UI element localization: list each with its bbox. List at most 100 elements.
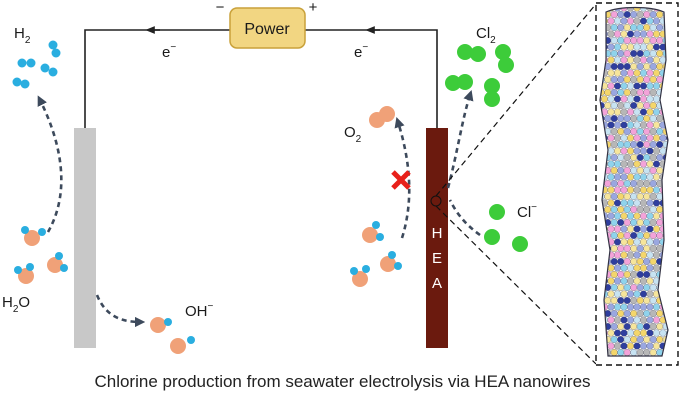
nanowire-atom	[643, 206, 651, 213]
nanowire-atom	[607, 69, 615, 77]
nanowire-atom	[620, 147, 628, 155]
nanowire-atom	[623, 37, 631, 44]
nanowire-atom	[607, 43, 615, 51]
nanowire-atom	[643, 271, 651, 278]
nanowire-atom	[653, 342, 660, 350]
nanowire-atom	[656, 232, 664, 239]
nanowire-atom	[653, 329, 660, 337]
nanowire-atom	[636, 63, 644, 70]
nanowire-atom	[640, 173, 647, 181]
nanowire-atom	[620, 316, 628, 324]
nanowire-atom	[630, 50, 638, 57]
nanowire-atom	[620, 160, 628, 168]
nanowire-atom	[633, 173, 641, 181]
hydrogen-molecule-icon	[48, 40, 61, 58]
nanowire-atom	[656, 115, 664, 122]
nanowire-atom	[607, 30, 615, 38]
nanowire-atom	[633, 82, 641, 90]
nanowire-atom	[646, 134, 654, 142]
nanowire-atom	[649, 232, 657, 239]
nanowire-atom	[649, 349, 657, 356]
nanowire-atom	[620, 277, 628, 285]
nanowire-atom	[646, 186, 654, 194]
nanowire-atom	[617, 232, 625, 239]
circuit-wire	[84, 26, 438, 128]
nanowire-atom	[617, 323, 625, 330]
nanowire-atom	[623, 50, 631, 57]
nanowire-atom	[604, 102, 612, 109]
nanowire-atom	[620, 251, 628, 259]
nanowire-atom	[620, 95, 628, 103]
hydrogen-molecule-icon	[40, 63, 58, 77]
nanowire-atom	[623, 271, 631, 278]
nanowire-atom	[653, 186, 660, 194]
nanowire-atom	[636, 115, 644, 122]
nanowire-atom	[610, 154, 618, 161]
anode-letter-e: E	[432, 250, 442, 267]
chloride-ion-icon	[484, 229, 500, 245]
nanowire-atom	[656, 24, 664, 31]
chlorine-molecule-icon	[484, 78, 500, 107]
hea-anode	[426, 128, 448, 348]
nanowire-atom	[623, 310, 631, 317]
nanowire-atom	[617, 11, 625, 18]
nanowire-atom	[636, 258, 644, 265]
nanowire-atom	[643, 219, 651, 226]
nanowire-atom	[653, 69, 660, 77]
nanowire-atom	[646, 43, 654, 51]
nanowire-atom	[636, 271, 644, 278]
nanowire-atom	[633, 303, 641, 311]
nanowire-atom	[633, 17, 641, 25]
power-label: Power	[244, 21, 290, 38]
nanowire-atom	[617, 310, 625, 317]
nanowire-atom	[643, 232, 651, 239]
cross-icon	[391, 170, 411, 190]
nanowire-atom	[614, 82, 621, 90]
nanowire-atom	[617, 271, 625, 278]
nanowire-atom	[640, 147, 647, 155]
cl-ion-label: Cl−	[517, 202, 537, 221]
nanowire-atom	[630, 63, 638, 70]
nanowire-atom	[610, 219, 618, 226]
nanowire-atom	[614, 303, 621, 311]
nanowire-atom	[620, 303, 628, 311]
nanowire-atom	[636, 323, 644, 330]
nanowire-atom	[640, 108, 647, 116]
zoom-lines	[435, 3, 597, 365]
nanowire-atom	[623, 323, 631, 330]
nanowire-atom	[636, 167, 644, 174]
nanowire-atom	[646, 212, 654, 220]
oh-label: OH−	[185, 301, 214, 320]
electrolysis-diagram: Power − + e− e− H E A H2 H2O	[2, 0, 679, 366]
nanowire-atom	[623, 102, 631, 109]
nanowire-atom	[617, 115, 625, 122]
nanowire-atom	[614, 108, 621, 116]
nanowire-atom	[607, 342, 615, 350]
nanowire-atom	[614, 95, 621, 103]
cl2-evolution-arrow	[446, 90, 474, 189]
nanowire-atom	[633, 134, 641, 142]
wire-left	[84, 29, 232, 128]
nanowire-atom	[630, 11, 638, 18]
nanowire-atom	[620, 186, 628, 194]
water-molecule-icon	[380, 251, 402, 272]
nanowire-atom	[640, 290, 647, 298]
nanowire-atom	[604, 76, 612, 83]
nanowire-atom	[646, 238, 654, 246]
nanowire-atom	[653, 238, 660, 246]
nanowire-atom	[656, 128, 664, 135]
nanowire-atom	[617, 76, 625, 83]
nanowire-atom	[633, 147, 641, 155]
nanowire-atom	[617, 180, 625, 187]
nanowire-atom	[633, 251, 641, 259]
nanowire-atom	[630, 180, 638, 187]
nanowire-atom	[627, 147, 634, 155]
nanowire-atom	[614, 316, 621, 324]
nanowire-atom	[640, 43, 647, 51]
nanowire-atom	[614, 69, 621, 77]
nanowire-atom	[643, 37, 651, 44]
nanowire-atom	[610, 102, 618, 109]
h2-evolution-arrow	[37, 95, 63, 233]
nanowire-atom	[617, 63, 625, 70]
nanowire-atom	[630, 219, 638, 226]
